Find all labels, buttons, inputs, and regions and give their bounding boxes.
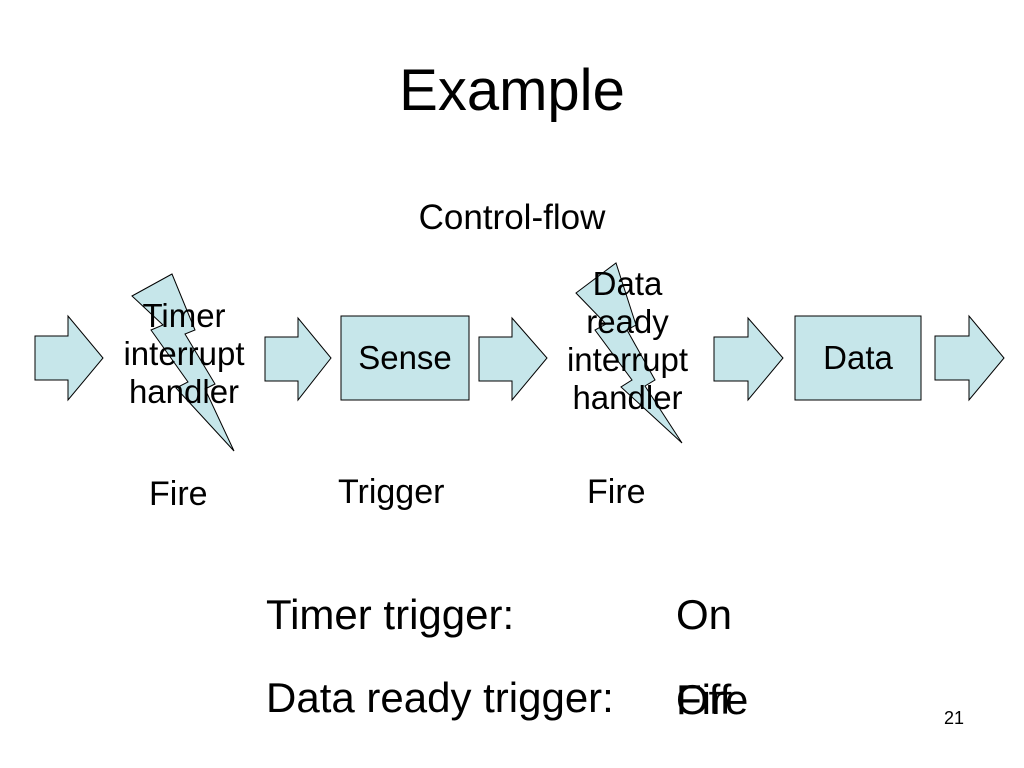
data-ready-trigger-label: Data ready trigger: xyxy=(266,674,614,721)
lightning-bolt-icon-data-ready xyxy=(575,262,683,444)
control-flow-heading: Control-flow xyxy=(418,198,606,237)
caption-fire-timer: Fire xyxy=(149,475,208,513)
flow-arrow-5 xyxy=(934,314,1005,402)
data-box xyxy=(794,315,922,401)
sense-box-label: Sense xyxy=(358,339,452,376)
timer-trigger-value: On xyxy=(676,591,733,638)
caption-trigger: Trigger xyxy=(338,473,445,511)
data-ready-trigger-value-off: Off xyxy=(676,676,732,723)
flow-arrow-2 xyxy=(264,316,332,402)
slide-title: Example xyxy=(399,58,625,123)
page-number: 21 xyxy=(943,708,964,728)
timer-trigger-label: Timer trigger: xyxy=(266,591,515,638)
sense-box xyxy=(340,315,470,401)
caption-fire-data-ready: Fire xyxy=(587,473,646,511)
data-box-label: Data xyxy=(823,339,893,376)
data-ready-trigger-value-fire: Fire xyxy=(676,676,749,723)
flow-arrow-1 xyxy=(34,314,104,402)
flow-arrow-4 xyxy=(713,316,784,402)
flow-arrow-3 xyxy=(478,316,548,402)
lightning-bolt-icon-timer xyxy=(131,273,235,452)
